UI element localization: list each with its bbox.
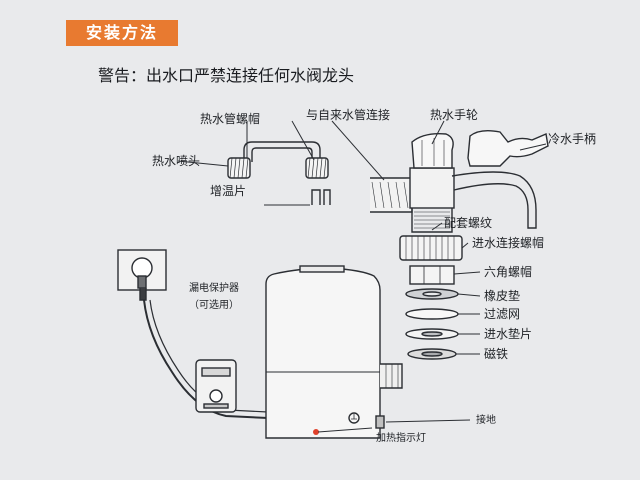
- inlet-connect-nut-shape: [399, 235, 463, 261]
- inlet-parts: [399, 235, 463, 360]
- tap-spout: [451, 171, 537, 229]
- section-title-badge: 安装方法: [66, 20, 178, 46]
- label-rubber-gasket: 橡皮垫: [484, 289, 521, 303]
- label-filter: 过滤网: [484, 307, 521, 321]
- label-hot-nozzle: 热水喷头: [152, 154, 201, 168]
- leader-lines: [177, 120, 547, 433]
- warning-text: 警告：出水口严禁连接任何水阀龙头: [98, 66, 355, 85]
- tap-center-body: [409, 167, 455, 209]
- filter-shape: [405, 308, 459, 320]
- label-hot-pipe-nut: 热水管螺帽: [200, 112, 261, 126]
- leakage-protector-caption: 漏电保护器 （可选用）: [176, 282, 252, 312]
- label-inlet-gasket: 进水垫片: [484, 327, 533, 341]
- label-leakage-protector: 漏电保护器: [189, 283, 239, 294]
- label-cold-handle: 冷水手柄: [548, 132, 597, 146]
- label-magnet: 磁铁: [484, 347, 509, 361]
- shower-head-assembly: [227, 141, 329, 179]
- ground-symbol: [348, 412, 360, 424]
- label-heat-plate: 增温片: [210, 184, 247, 198]
- heat-indicator-light: [313, 429, 319, 435]
- cold-handle-shape: [467, 129, 549, 167]
- label-mains-connect: 与自来水管连接: [306, 108, 391, 122]
- hot-handwheel-shape: [411, 132, 454, 169]
- heater-outlet: [380, 363, 403, 389]
- label-matching-thread: 配套螺纹: [444, 216, 493, 230]
- leakage-protector-device: [195, 359, 237, 413]
- heat-plate-symbol: [311, 189, 331, 205]
- heater-body: [265, 265, 403, 439]
- label-ground: 接地: [476, 415, 496, 426]
- hex-nut-shape: [409, 265, 455, 285]
- heater-outline: [265, 267, 381, 439]
- label-hot-handwheel: 热水手轮: [430, 108, 479, 122]
- tap-body: [370, 129, 549, 233]
- hot-water-pipe: [243, 141, 321, 162]
- label-heat-indicator: 加热指示灯: [376, 433, 426, 444]
- wall-socket: [117, 249, 167, 301]
- label-hex-nut: 六角螺帽: [484, 265, 533, 279]
- label-inlet-nut: 进水连接螺帽: [472, 236, 545, 250]
- label-optional: （可选用）: [189, 300, 239, 311]
